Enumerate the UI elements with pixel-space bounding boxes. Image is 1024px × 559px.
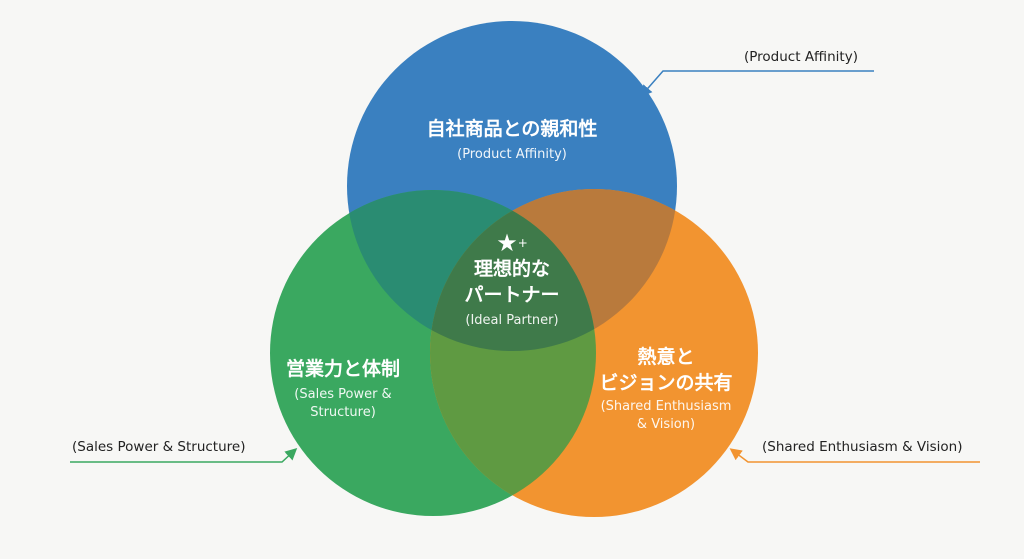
callout-left: (Sales Power & Structure): [72, 439, 246, 455]
right-label-en1: (Shared Enthusiasm: [600, 399, 732, 414]
top-label-jp: 自社商品との親和性: [426, 118, 598, 140]
right-label-jp2: ビジョンの共有: [599, 372, 733, 394]
right-label-en2: & Vision): [636, 417, 696, 432]
callout-arrow-left: [70, 447, 298, 463]
top-label-en: (Product Affinity): [457, 147, 567, 162]
center-label-en: (Ideal Partner): [465, 313, 559, 328]
callout-right: (Shared Enthusiasm & Vision): [762, 439, 963, 455]
right-label-jp1: 熱意と: [637, 346, 695, 368]
left-label-en2: Structure): [310, 405, 376, 420]
left-label-jp: 営業力と体制: [285, 358, 401, 380]
callout-arrow-right: [729, 448, 980, 463]
center-label-jp2: パートナー: [464, 284, 560, 306]
left-label-en1: (Sales Power &: [294, 387, 392, 402]
callout-top: (Product Affinity): [744, 49, 858, 65]
center-label-jp1: 理想的な: [473, 258, 551, 280]
star-sparkle-icon: ★+: [496, 229, 528, 257]
overlap-center: [430, 190, 596, 351]
callout-arrow-top: [640, 70, 874, 98]
